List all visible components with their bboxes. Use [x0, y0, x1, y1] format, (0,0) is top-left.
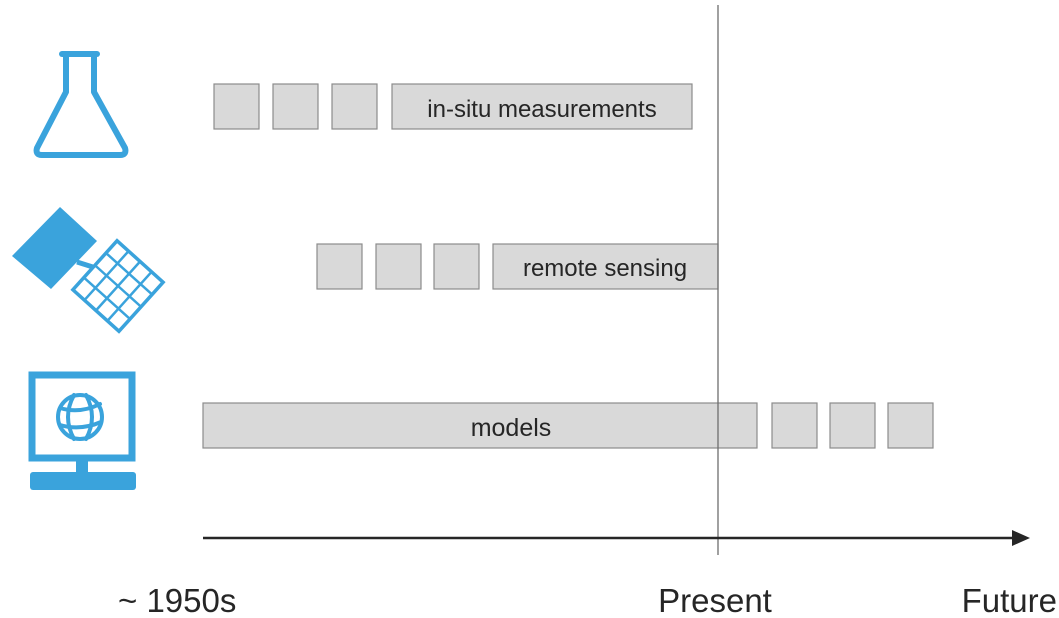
flask-icon [33, 51, 129, 158]
remote-sensing-label: remote sensing [523, 255, 687, 282]
pre-period-square [331, 83, 378, 130]
pre-period-square [316, 243, 363, 290]
time-axis [203, 530, 1030, 546]
remote-sensing-bar [492, 243, 719, 290]
pre-period-square [213, 83, 260, 130]
future-square [771, 402, 818, 449]
satellite-icon [12, 207, 166, 334]
in-situ-label: in-situ measurements [427, 96, 656, 123]
in-situ-bar [391, 83, 693, 130]
pre-period-square [433, 243, 480, 290]
tick-label-present: Present [658, 582, 772, 618]
pre-period-square [375, 243, 422, 290]
computer-globe-icon [28, 371, 136, 490]
tick-label-1950s: ~ 1950s [118, 582, 236, 618]
axis-arrowhead [1012, 530, 1030, 546]
row-remote-sensing: remote sensing [316, 243, 719, 290]
pre-period-square [272, 83, 319, 130]
row-models: models [202, 402, 934, 449]
future-square [887, 402, 934, 449]
tick-label-future: Future [962, 582, 1057, 618]
models-bar [202, 402, 758, 449]
future-square [829, 402, 876, 449]
row-in-situ: in-situ measurements [213, 83, 693, 130]
models-label: models [471, 414, 552, 442]
